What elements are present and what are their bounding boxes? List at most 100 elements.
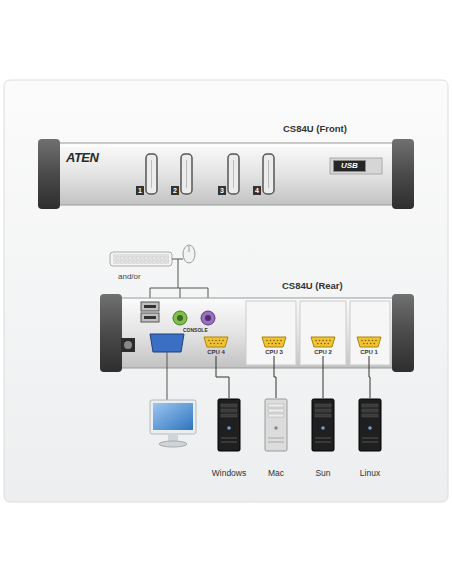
port-icon: [370, 343, 372, 345]
computer: Mac: [264, 398, 288, 478]
console-ports: [121, 338, 135, 352]
cable: [216, 356, 229, 398]
cable: [323, 356, 324, 398]
cpu-port: CPU 4: [203, 336, 229, 356]
tower-icon: [265, 399, 287, 451]
rear-housing: [100, 294, 122, 372]
computer: Windows: [212, 398, 247, 478]
front-housing: [56, 145, 394, 147]
port-select-button: [186, 160, 187, 188]
tower-icon: [315, 442, 331, 443]
keyboard-mouse: [113, 254, 169, 264]
console-ports: [124, 341, 132, 349]
port-icon: [310, 336, 336, 348]
tower-icon: [315, 404, 331, 407]
port-select-button: [228, 154, 239, 194]
tower-icon: [221, 409, 237, 412]
cpu-port: CPU 3: [261, 336, 287, 356]
tower-icon: [312, 399, 334, 451]
front-housing: [330, 158, 382, 174]
console-ports: [141, 313, 159, 322]
tower-icon: [218, 399, 240, 451]
port-number: 4: [253, 186, 261, 195]
console-ports: [201, 311, 215, 325]
tower-icon: [362, 438, 378, 439]
computer: Sun: [311, 398, 335, 478]
console-ports: [121, 302, 215, 352]
tower-icon: [221, 438, 237, 439]
port-icon: [280, 340, 282, 342]
console-wires: [178, 259, 183, 260]
background-panel: [4, 80, 448, 502]
console-ports: [144, 305, 156, 308]
port-icon: [361, 340, 363, 342]
tower-icon: [268, 438, 284, 439]
background-panel: [4, 80, 448, 502]
port-icon: [315, 340, 317, 342]
tower-icon: [362, 409, 378, 412]
os-name: Sun: [315, 468, 330, 478]
port-icon: [317, 343, 319, 345]
tower-icon: [227, 426, 231, 430]
console-ports: [205, 315, 211, 321]
tower-icon: [315, 414, 331, 417]
port-icon: [373, 343, 375, 345]
port-icon: [311, 337, 335, 347]
port-icon: [372, 340, 374, 342]
tower-icon: [368, 426, 372, 430]
brand-logo: ATEN: [66, 150, 98, 165]
tower-icon: [217, 398, 241, 452]
rear-housing: [246, 301, 296, 365]
tower-icon: [315, 438, 331, 439]
console-wires: [172, 259, 178, 288]
port-icon: [212, 340, 214, 342]
port-icon: [357, 337, 381, 347]
view-title: CS84U (Rear): [282, 280, 343, 291]
port-select-button: [263, 154, 274, 194]
cable: [369, 356, 370, 398]
port-number: 2: [171, 186, 179, 195]
tower-icon: [321, 426, 325, 430]
rear-panel: CS84U (Rear)CPU 4CPU 3CPU 2CPU 1: [98, 276, 420, 372]
rear-housing: [392, 294, 414, 372]
port-icon: [210, 343, 212, 345]
tower-icon: [274, 426, 278, 430]
front-housing: [38, 139, 414, 209]
console-ports: [173, 311, 187, 325]
tower-icon: [268, 442, 284, 443]
port-icon: [204, 337, 228, 347]
monitor: [150, 400, 196, 434]
port-icon: [268, 343, 270, 345]
port-icon: [277, 340, 279, 342]
port-number: 3: [218, 186, 226, 195]
port-icon: [327, 343, 329, 345]
console-ports: [141, 302, 159, 311]
keyboard-mouse: [110, 252, 172, 266]
tower-icon: [221, 442, 237, 443]
cable: [274, 356, 276, 398]
tower-icon: [359, 399, 381, 451]
os-name: Linux: [360, 468, 380, 478]
rear-housing: [350, 301, 390, 365]
port-icon: [368, 340, 370, 342]
port-select-button: [146, 154, 157, 194]
tower-icon: [362, 442, 378, 443]
port-icon: [213, 343, 215, 345]
port-icon: [271, 343, 273, 345]
port-icon: [219, 340, 221, 342]
tower-icon: [268, 404, 284, 407]
port-icon: [319, 340, 321, 342]
console-ports: [177, 315, 183, 321]
keyboard-mouse: [183, 245, 195, 263]
port-icon: [262, 337, 286, 347]
port-icon: [275, 343, 277, 345]
note: and/or: [118, 272, 141, 281]
tower-icon: [268, 409, 284, 412]
port-name: CPU 3: [265, 349, 283, 356]
keyboard-mouse: [110, 245, 195, 266]
front-housing: [52, 143, 398, 205]
port-icon: [203, 336, 229, 348]
